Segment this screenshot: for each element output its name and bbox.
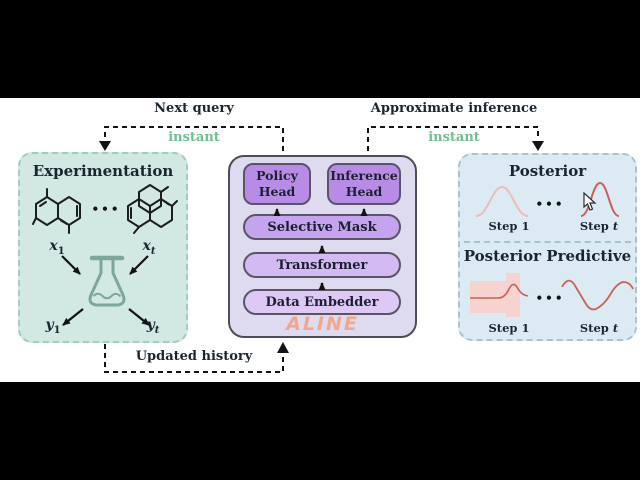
next-query-arrow-line	[104, 126, 284, 151]
predictive-band-icon	[470, 273, 529, 317]
molecule-1-icon	[32, 188, 81, 234]
posterior-curve-2-icon	[580, 181, 620, 217]
experimentation-panel: Experimentation ••• x1 xt	[18, 152, 188, 343]
next-query-label: Next query	[154, 101, 234, 116]
approximate-inference-instant-label: instant	[428, 130, 480, 145]
transformer-label: Transformer	[276, 257, 368, 273]
posterior-step-1-label: Step 1	[488, 219, 530, 233]
posterior-panel: Posterior ••• Step 1 Step t Posterior Pr…	[458, 153, 637, 341]
experimentation-title: Experimentation	[32, 162, 174, 180]
inference-head-box: Inference Head	[327, 163, 401, 205]
experimentation-ellipsis: •••	[91, 202, 121, 216]
aline-internal-arrows	[273, 208, 368, 290]
inference-head-label: Inference Head	[330, 168, 398, 199]
policy-head-box: Policy Head	[243, 163, 311, 205]
data-embedder-label: Data Embedder	[265, 294, 379, 310]
mouse-cursor-icon	[583, 192, 597, 211]
posterior-ellipsis: •••	[535, 197, 565, 211]
next-query-instant-label: instant	[168, 130, 220, 145]
y1-label: y1	[45, 317, 61, 336]
posterior-step-t-label: Step t	[579, 219, 619, 233]
selective-mask-label: Selective Mask	[267, 219, 377, 235]
predictive-ellipsis: •••	[535, 291, 565, 305]
posterior-predictive-title: Posterior Predictive	[463, 247, 632, 265]
x1-label: x1	[49, 238, 65, 257]
letterbox-top-bar	[0, 0, 640, 98]
approximate-inference-arrow-line	[367, 126, 539, 151]
yt-label: yt	[146, 317, 160, 336]
selective-mask-box: Selective Mask	[243, 214, 401, 240]
xt-to-flask-arrow	[129, 255, 149, 275]
x1-to-flask-arrow	[61, 255, 81, 275]
xt-label: xt	[142, 238, 156, 257]
predictive-step-t-label: Step t	[579, 321, 619, 335]
predictive-step-1-label: Step 1	[488, 321, 530, 335]
flask-icon	[88, 255, 126, 307]
aline-wordmark: ALINE	[286, 313, 359, 335]
updated-history-arrow-line	[104, 344, 284, 373]
next-query-arrowhead	[99, 141, 111, 151]
posterior-title: Posterior	[508, 162, 587, 180]
aline-box: Policy Head Inference Head Selective Mas…	[228, 155, 417, 338]
flask-to-y1-arrow	[62, 308, 84, 326]
flask-to-yt-arrow	[128, 308, 150, 326]
transformer-box: Transformer	[243, 252, 401, 278]
updated-history-arrowhead	[277, 342, 289, 353]
molecule-2-icon	[127, 184, 178, 234]
posterior-curve-1-icon	[475, 185, 529, 217]
policy-head-label: Policy Head	[256, 168, 298, 199]
predictive-wave-icon	[561, 279, 634, 311]
updated-history-label: Updated history	[135, 349, 253, 364]
flask-and-arrows	[61, 255, 150, 326]
approximate-inference-arrowhead	[532, 141, 544, 151]
letterbox-bottom-bar	[0, 382, 640, 480]
data-embedder-box: Data Embedder	[243, 289, 401, 315]
posterior-section-divider	[464, 241, 631, 243]
approximate-inference-label: Approximate inference	[370, 101, 538, 116]
